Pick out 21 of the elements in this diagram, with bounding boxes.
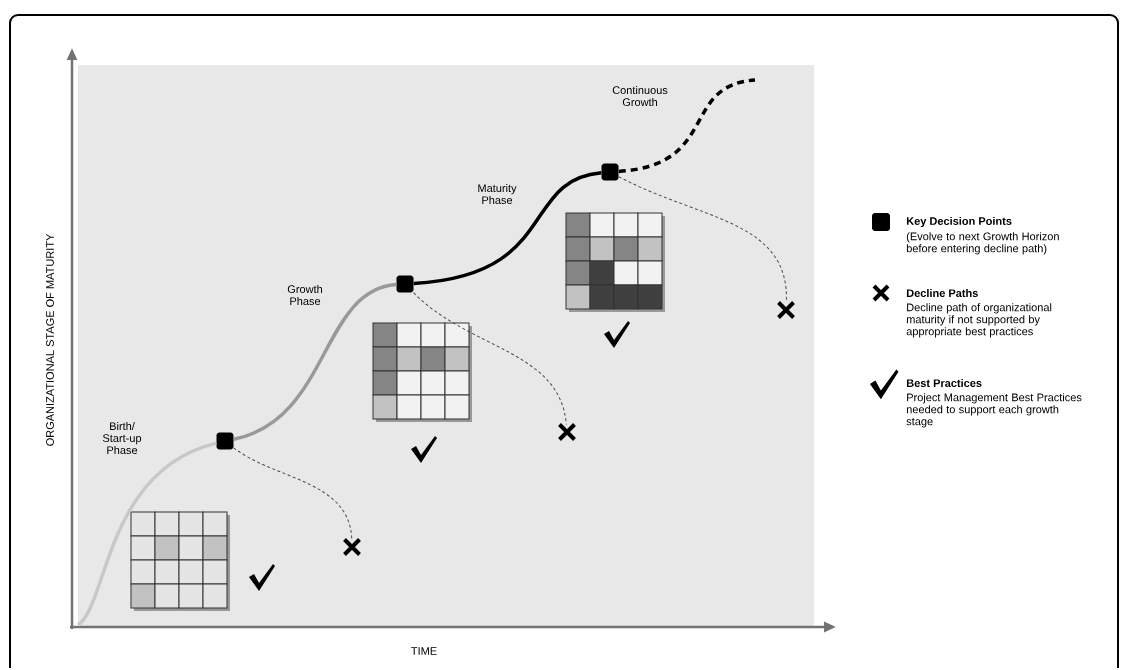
- phase-label: Growth Phase: [287, 284, 322, 306]
- legend-heading: Key Decision Points: [906, 216, 1012, 228]
- growth-curve: [618, 78, 756, 174]
- growth-curve: [76, 441, 217, 627]
- growth-curve: [413, 171, 602, 286]
- decline-cross-mark: [776, 300, 796, 320]
- decline-path-line: [233, 447, 353, 540]
- decline-cross-mark: [557, 422, 577, 442]
- legend-description: Project Management Best Practices needed to support each growth stage: [906, 393, 1082, 428]
- phase-label: Birth/ Start-up Phase: [102, 421, 142, 455]
- decline-cross-mark: [342, 537, 362, 557]
- phase-label: Maturity Phase: [478, 183, 517, 205]
- legend-heading: Best Practices: [906, 378, 982, 388]
- axis-title: TIME: [411, 647, 437, 655]
- decline-path-line: [413, 292, 567, 425]
- phase-label: Continuous Growth: [612, 85, 668, 107]
- axis-title: ORGANIZATIONAL STAGE OF MATURITY: [46, 233, 54, 446]
- legend-heading: Decline Paths: [906, 288, 978, 298]
- legend-description: Decline path of organizational maturity if not supported by appropriate best practices: [906, 303, 1052, 338]
- growth-curve: [233, 282, 397, 441]
- legend-description: (Evolve to next Growth Horizon before entering decline path): [906, 232, 1059, 255]
